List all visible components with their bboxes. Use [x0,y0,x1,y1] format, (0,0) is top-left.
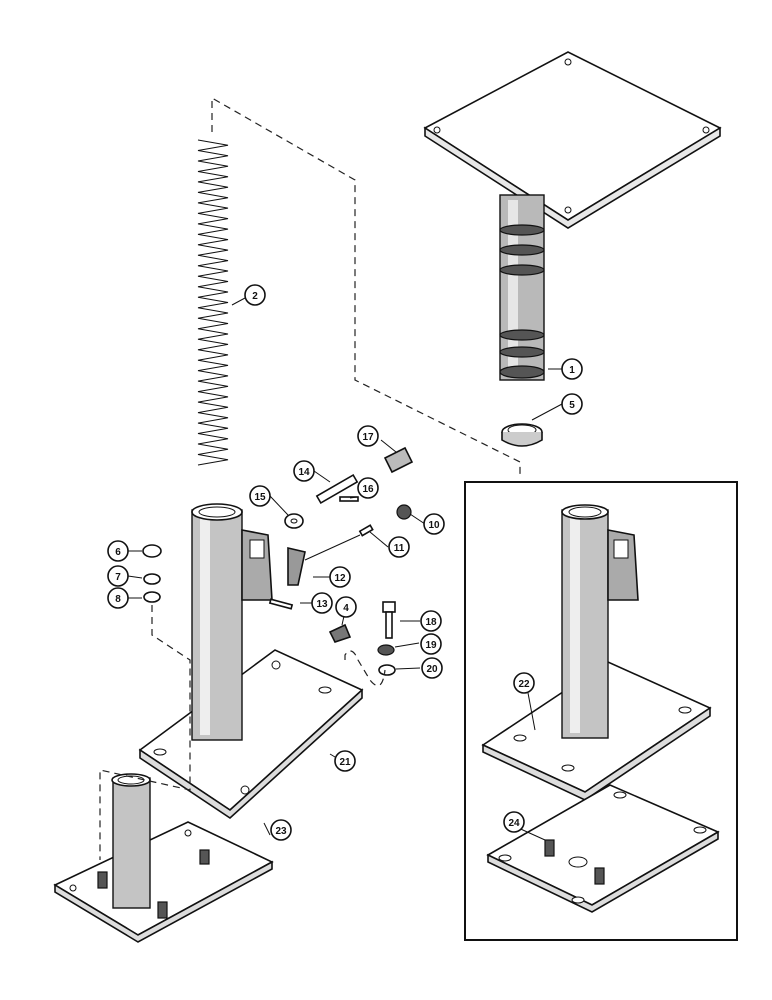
callout-10: 10 [423,513,445,535]
callout-14: 14 [293,460,315,482]
svg-text:2: 2 [252,291,258,302]
leader-lines [127,297,563,841]
svg-text:12: 12 [334,573,346,584]
bushing [501,423,543,447]
small-hardware [142,446,414,676]
callout-19: 19 [420,633,442,655]
callout-12: 12 [329,566,351,588]
callout-6: 6 [107,540,129,562]
svg-text:20: 20 [426,664,438,675]
base-with-tube [138,503,364,820]
svg-text:1: 1 [569,365,575,376]
callout-4: 4 [335,596,357,618]
svg-text:16: 16 [362,484,374,495]
svg-text:19: 19 [425,640,437,651]
svg-text:6: 6 [115,547,121,558]
svg-text:21: 21 [339,757,351,768]
callout-20: 20 [421,657,443,679]
svg-text:7: 7 [115,572,121,583]
callout-16: 16 [357,477,379,499]
inset-mounting-plate [486,784,720,913]
svg-text:10: 10 [428,520,440,531]
callout-5: 5 [561,393,583,415]
callout-1: 1 [561,358,583,380]
svg-text:5: 5 [569,400,575,411]
svg-text:13: 13 [316,599,328,610]
inset-frame [464,481,738,941]
svg-text:15: 15 [254,492,266,503]
callout-24: 24 [503,811,525,833]
callout-23: 23 [270,819,292,841]
svg-text:8: 8 [115,594,121,605]
callouts: 1 2 4 5 6 7 8 10 11 12 13 14 15 16 17 18… [107,284,583,841]
coil-spring [197,139,229,466]
callout-15: 15 [249,485,271,507]
assembly-dashed-lines [99,96,521,860]
svg-text:22: 22 [518,679,530,690]
callout-7: 7 [107,565,129,587]
callout-18: 18 [420,610,442,632]
callout-2: 2 [244,284,266,306]
svg-text:11: 11 [394,543,405,554]
svg-text:18: 18 [425,617,437,628]
lower-base [53,773,274,943]
svg-text:24: 24 [508,818,520,829]
svg-text:17: 17 [362,432,374,443]
svg-text:14: 14 [298,467,310,478]
callout-17: 17 [357,425,379,447]
seat-plate-assembly [423,51,722,381]
callout-13: 13 [311,592,333,614]
callout-21: 21 [334,750,356,772]
callout-22: 22 [513,672,535,694]
callout-8: 8 [107,587,129,609]
svg-text:23: 23 [275,826,287,837]
inset-base-with-tube [481,504,712,801]
svg-text:4: 4 [343,603,349,614]
callout-11: 11 [388,536,410,558]
